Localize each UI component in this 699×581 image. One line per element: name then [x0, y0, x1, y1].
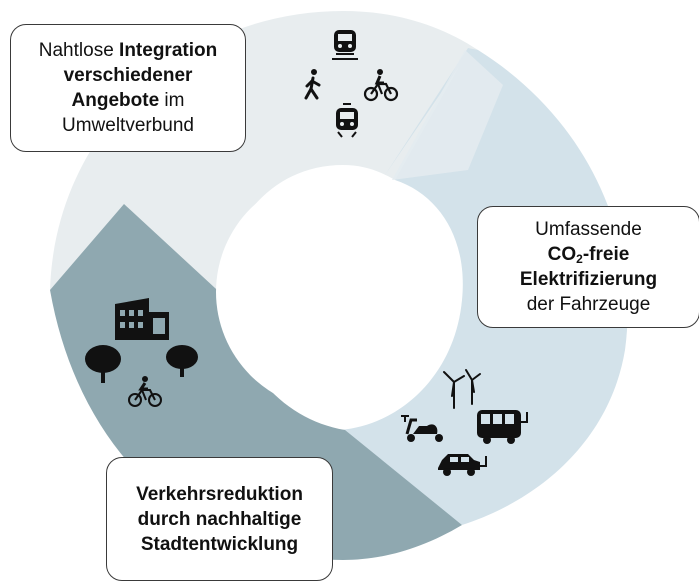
ring-center — [216, 174, 452, 410]
cyclist-icon — [363, 69, 399, 102]
cyclist-icon — [128, 376, 162, 407]
callout-elektrifizierung: Umfassende CO2-freie Elektrifizierung de… — [477, 206, 699, 328]
callout-elektrifizierung-line-1: Umfassende — [535, 219, 642, 240]
tram-icon — [336, 103, 358, 138]
electric-scooter-icon — [401, 415, 443, 442]
callout-integration-line-4: Umweltverbund — [62, 115, 194, 136]
callout-reduktion: Verkehrsreduktion durch nachhaltige Stad… — [106, 457, 333, 581]
walking-person-icon — [304, 69, 321, 100]
arrow-tip — [392, 50, 503, 180]
callout-reduktion-line-2: durch nachhaltige — [137, 508, 302, 530]
building-icon — [115, 298, 169, 340]
callout-reduktion-line-3: Stadtentwicklung — [140, 533, 299, 555]
callout-integration: Nahtlose Integration verschiedener Angeb… — [10, 24, 246, 152]
callout-elektrifizierung-line-2: CO2-freie — [547, 244, 630, 266]
tree-icon — [85, 345, 121, 383]
electric-car-icon — [438, 454, 487, 476]
callout-elektrifizierung-line-4: der Fahrzeuge — [526, 294, 651, 315]
callout-integration-line-1: Nahtlose Integration — [38, 40, 218, 61]
callout-integration-line-3: Angebote im — [71, 90, 185, 111]
train-icon — [332, 30, 358, 60]
electric-bus-icon — [477, 410, 528, 444]
callout-reduktion-line-1: Verkehrsreduktion — [136, 483, 303, 505]
callout-elektrifizierung-line-3: Elektrifizierung — [519, 269, 658, 290]
tree-icon — [166, 345, 198, 377]
callout-integration-line-2: verschiedener — [63, 65, 193, 86]
wind-turbine-icon — [443, 369, 481, 409]
